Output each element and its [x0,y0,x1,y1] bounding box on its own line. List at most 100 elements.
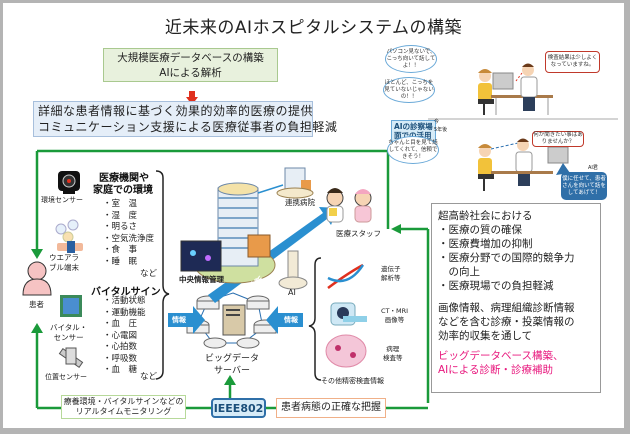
env-item: ・睡 眠 [103,256,138,267]
dna-icon [327,263,365,290]
summary-item: ・医療現場での負担軽減 [438,280,554,292]
wearable-label: ウエアラ ブル端末 [49,253,79,273]
goal-box-line1: 詳細な患者情報に基づく効果的効率的医療の提供 [38,104,314,118]
ai-device-icon [278,250,308,290]
summary-para-line1: 画像情報、病理組織診断情報 [438,302,575,314]
diagnosis-support-arrow-icon [208,207,338,303]
env-bracket [155,170,170,380]
monitor-now [492,72,514,90]
ai-usage-tag-line2: 面での活用 [394,131,433,140]
ct-mri-label-line2: 画像等 [384,316,405,324]
ai-speech-bubble: 僕に任せて、患者さんを向いて話をしてあげて！ [561,172,607,200]
five-years-later-label: 5年後 [434,127,448,133]
vital-list: ・活動状態 ・運動機能 ・血 圧 ・心電図 ・心拍数 ・呼吸数 ・血 糖 [103,296,146,377]
info-right-label: 情報 [284,316,298,324]
patient-complaint-bubble-2: ほとんど、こっちを見ていないじゃないの！！ [383,77,435,103]
database-box-line1: 大規模医療データベースの構築 [117,52,264,64]
ct-mri-label-line1: CT・MRI [381,307,409,315]
wearable-label-line2: ブル端末 [49,263,79,272]
big-data-label: ビッグデータ サーバー [205,353,259,377]
env-item: ・明るさ [103,222,138,232]
summary-para-line2: などを含む診療・投薬情報の [438,316,575,328]
vital-sensor-label: バイタル・ センサー [50,323,87,343]
goal-box: 詳細な患者情報に基づく効果的効率的医療の提供 コミュニケーション支援による医療従… [33,101,338,137]
summary-item: ・医療分野での国際的競争力 [438,252,575,264]
doctor-figure-future [515,138,533,186]
vital-item: ・心電図 [103,330,138,341]
pathology-icon [325,334,367,368]
ai-kun-label: AI君 [588,165,598,171]
ct-mri-icon [330,302,367,326]
doctor-speech-bubble-future: 何か聞きたい事はありませんか？ [532,131,584,147]
desk-future [491,171,553,174]
env-list: ・室 温 ・湿 度 ・明るさ ・空気洗浄度 ・食 事 ・睡 眠 [103,199,154,268]
vital-etc: など [140,372,158,382]
vital-item: ・呼吸数 [103,353,138,364]
summary-item: ・医療の質の確保 [438,224,522,236]
now-label: 今 [434,119,440,125]
summary-box: 超高齢社会における ・医療の質の確保 ・医療費増加の抑制 ・医療分野での国際的競… [431,203,601,393]
exam-bracket [308,257,322,381]
patient-happy-bubble: ちゃんと目を見て話してくれて、信頼できそう！ [387,136,439,164]
env-heading: 医療機関や 家庭での環境 [93,173,153,197]
monitoring-line2: リアルタイムモニタリング [75,407,172,416]
position-sensor-label: 位置センサー [45,373,87,381]
database-box-line2: AIによる解析 [159,67,222,79]
vital-sensor-label-line1: バイタル・ [50,323,88,332]
medical-staff-label: 医療スタッフ [336,229,381,238]
wearable-label-line1: ウエアラ [49,253,79,262]
page-title: 近未来のAIホスピタルシステムの構築 [164,18,463,38]
diagnosis-label: 診断 [246,275,266,292]
wearable-icon [55,219,83,253]
diagram-canvas: 近未来のAIホスピタルシステムの構築 大規模医療データベースの構築 AIによる解… [3,3,624,428]
vital-item: ・活動状態 [103,296,146,306]
hospital-building-icon [194,182,276,284]
gene-label: 遺伝子 解析等 [381,265,401,283]
info-left-label: 情報 [172,316,186,324]
vital-sensor-label-line2: センサー [53,333,84,342]
env-heading-line2: 家庭での環境 [93,185,153,196]
patient-figure-now [478,69,494,115]
ai-label: AI [288,288,296,297]
gene-label-line2: 解析等 [381,274,401,282]
support-label: 支援 [296,238,316,255]
pathology-label-line2: 検査等 [383,354,403,362]
summary-intro: 超高齢社会における [438,210,533,222]
other-exam-label: その他精密検査情報 [321,377,384,385]
summary-item: ・医療費増加の抑制 [438,238,533,250]
patient-label: 患者 [29,300,44,309]
env-item: ・食 事 [103,245,138,255]
accurate-grasp-box: 患者病態の正確な把握 [276,398,386,418]
ai-usage-tag-line1: AIの診察場 [394,122,433,131]
vital-sensor-icon [60,295,82,317]
big-data-network [186,292,277,349]
summary-highlight-line1: ビッグデータベース構築、 [438,350,564,362]
central-mgmt-label: 中央情報管理 [179,275,224,284]
env-item: ・室 温 [103,199,138,209]
consultation-scene-illustration [428,63,618,191]
big-data-label-line2: サーバー [214,366,250,376]
env-sensor-icon [58,171,80,194]
patient-complaint-bubble-1: パソコン見ないで、こっち向いて話してよ！！ [385,45,437,73]
monitor-future [547,146,569,164]
central-mgmt-photo [180,240,222,272]
vital-item: ・運動機能 [103,307,146,318]
monitoring-box: 療養環境・バイタルサインなどの リアルタイムモニタリング [61,395,186,419]
database-box: 大規模医療データベースの構築 AIによる解析 [103,48,278,82]
medical-staff-icon [326,188,372,223]
patient-figure-future [478,144,494,191]
env-sensor-label: 環境センサー [41,196,83,204]
position-sensor-icon [58,347,84,369]
ieee802-badge: IEEE802 [211,398,266,418]
doctor-speech-bubble-now: 検査結果は少しよくなっていますね。 [545,51,600,73]
gene-label-line1: 遺伝子 [381,265,401,273]
goal-box-line2: コミュニケーション支援による医療従事者の負担軽減 [38,120,338,134]
env-heading-line1: 医療機関や [99,173,149,184]
partner-hospital-label: 連携病院 [285,198,315,207]
summary-item: の向上 [438,266,480,278]
vital-item: ・血 圧 [103,319,138,329]
monitoring-line1: 療養環境・バイタルサインなどの [63,397,184,406]
patient-arrow-head-bottom [31,323,43,333]
vital-item: ・心拍数 [103,342,138,352]
vital-heading: バイタルサイン [91,287,161,298]
